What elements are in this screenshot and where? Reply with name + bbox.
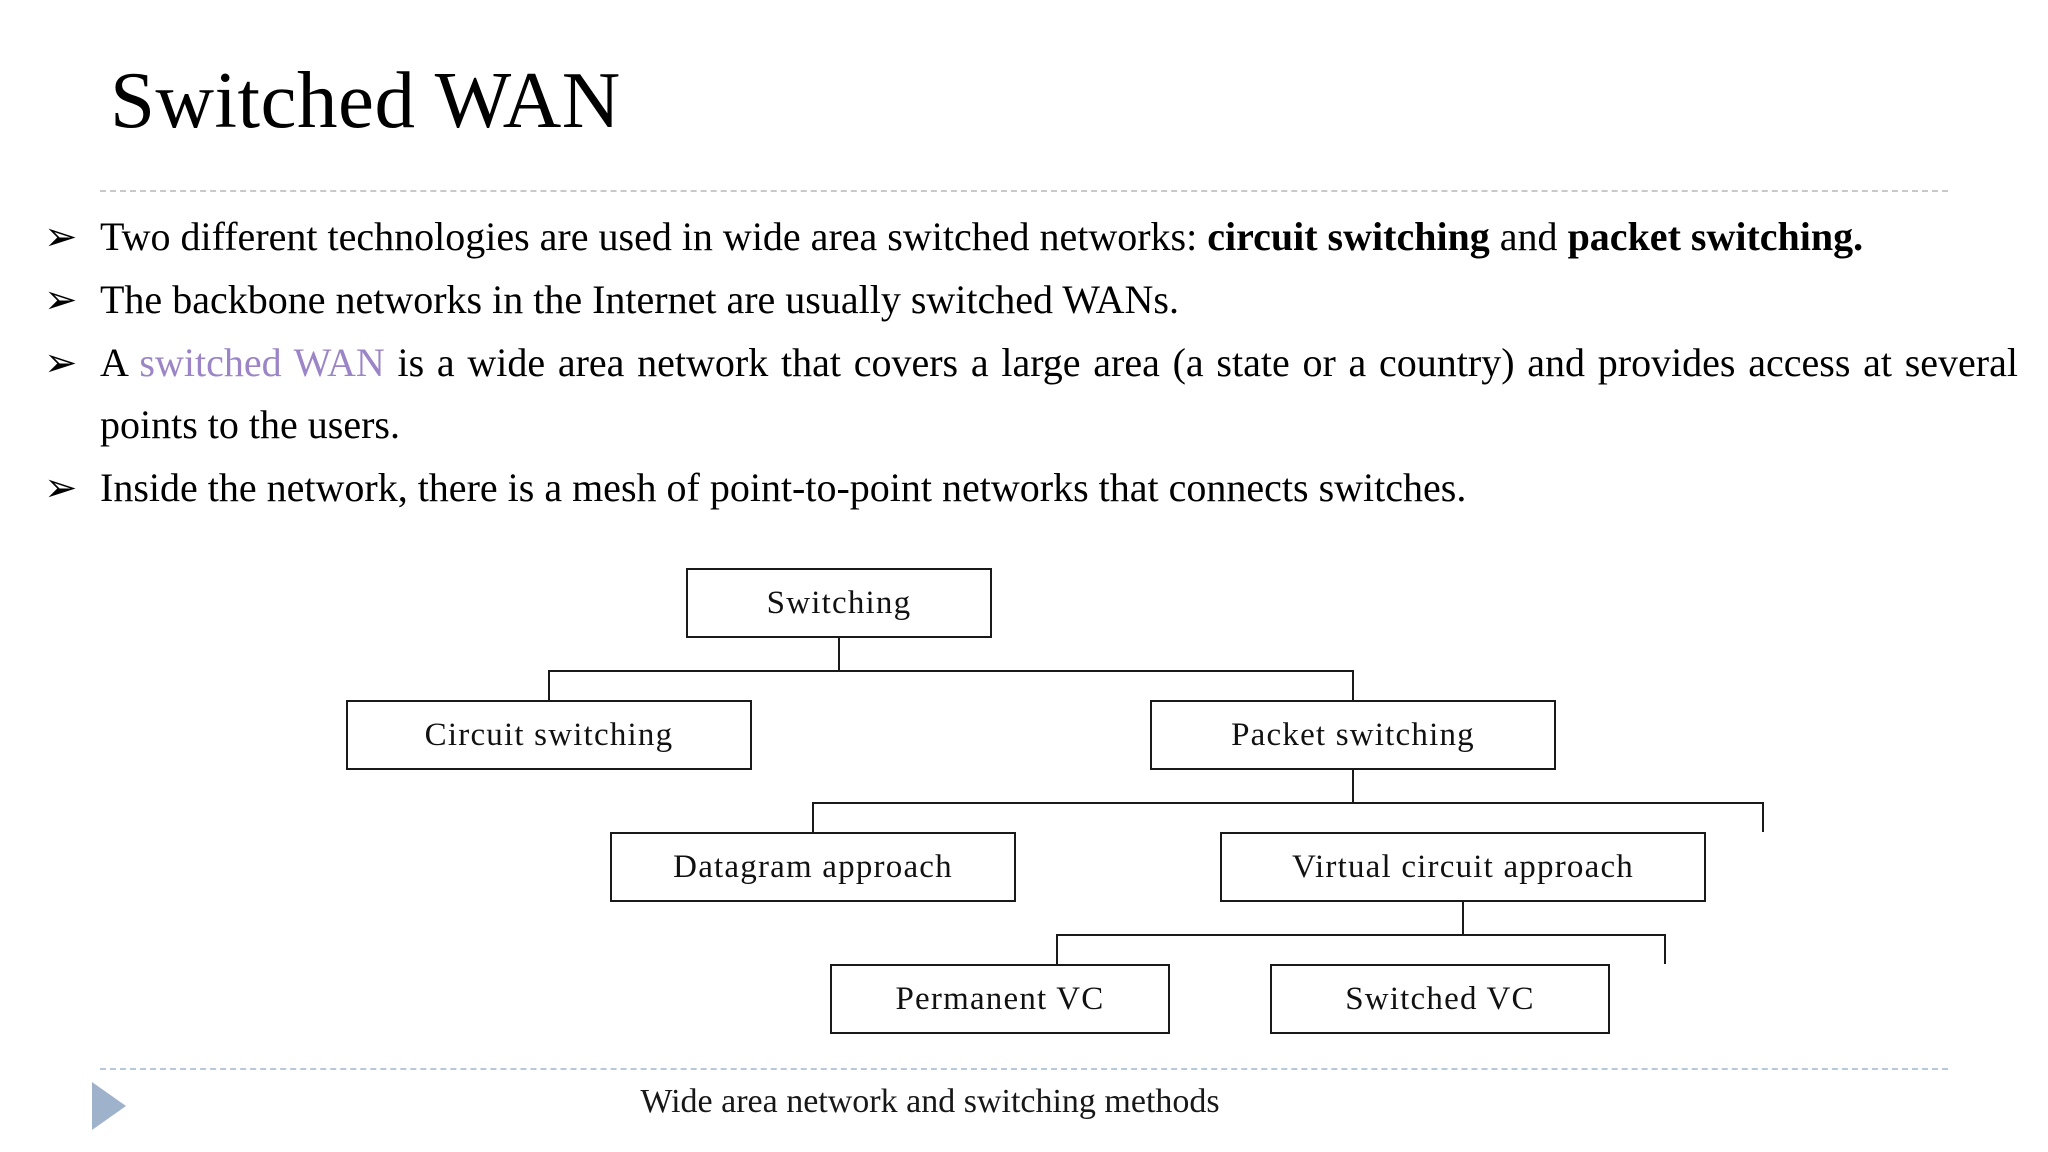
diagram-connector [1352,670,1354,700]
diagram-connector [548,670,1354,672]
diagram-node-switching: Switching [686,568,992,638]
diagram-connector [812,802,814,832]
bullet-arrow-icon: ➢ [44,277,78,323]
bullet-arrow-icon: ➢ [44,465,78,511]
bullet-technologies-text: Two different technologies are used in w… [100,206,2026,268]
diagram-node-switched-vc: Switched VC [1270,964,1610,1034]
diagram-node-virtual-circuit-approach: Virtual circuit approach [1220,832,1706,902]
diagram-node-permanent-vc: Permanent VC [830,964,1170,1034]
bullet-segment-bold: circuit switching [1207,214,1490,259]
diagram-connector [1056,934,1058,964]
diagram-connector [812,802,1764,804]
bullet-mesh-text: Inside the network, there is a mesh of p… [100,465,1467,510]
diagram-connector [1056,934,1664,936]
bullet-segment: and [1489,214,1568,259]
diagram-connector [1462,902,1464,934]
list-item: ➢ Two different technologies are used in… [36,206,2026,268]
diagram-connector [548,670,550,700]
footer-divider [100,1068,1948,1070]
diagram-node-datagram-approach: Datagram approach [610,832,1016,902]
switching-taxonomy-diagram: Switching Circuit switching Packet switc… [220,568,1840,1048]
bullet-segment-accent: switched WAN [139,340,385,385]
bullet-list: ➢ Two different technologies are used in… [36,206,2026,520]
play-triangle-icon [92,1082,126,1130]
diagram-node-packet-switching: Packet switching [1150,700,1556,770]
page-title: Switched WAN [110,55,621,145]
list-item: ➢ The backbone networks in the Internet … [36,269,2026,331]
bullet-segment: is a wide area network that covers a lar… [100,340,2018,447]
diagram-connector [1352,770,1354,802]
bullet-backbone-text: The backbone networks in the Internet ar… [100,277,1179,322]
bullet-arrow-icon: ➢ [44,214,78,260]
diagram-node-circuit-switching: Circuit switching [346,700,752,770]
title-divider [100,190,1948,192]
list-item: ➢ A switched WAN is a wide area network … [36,332,2026,456]
figure-caption: Wide area network and switching methods [640,1083,1220,1120]
diagram-connector [1664,934,1666,964]
list-item: ➢ Inside the network, there is a mesh of… [36,457,2026,519]
bullet-arrow-icon: ➢ [44,340,78,386]
bullet-segment: Two different technologies are used in w… [100,214,1208,259]
bullet-segment: A [100,340,140,385]
bullet-definition-text: A switched WAN is a wide area network th… [100,332,2026,456]
diagram-connector [838,638,840,670]
title-block: Switched WAN [110,60,1910,170]
diagram-connector [1762,802,1764,832]
bullet-segment-bold: packet switching. [1567,214,1864,259]
